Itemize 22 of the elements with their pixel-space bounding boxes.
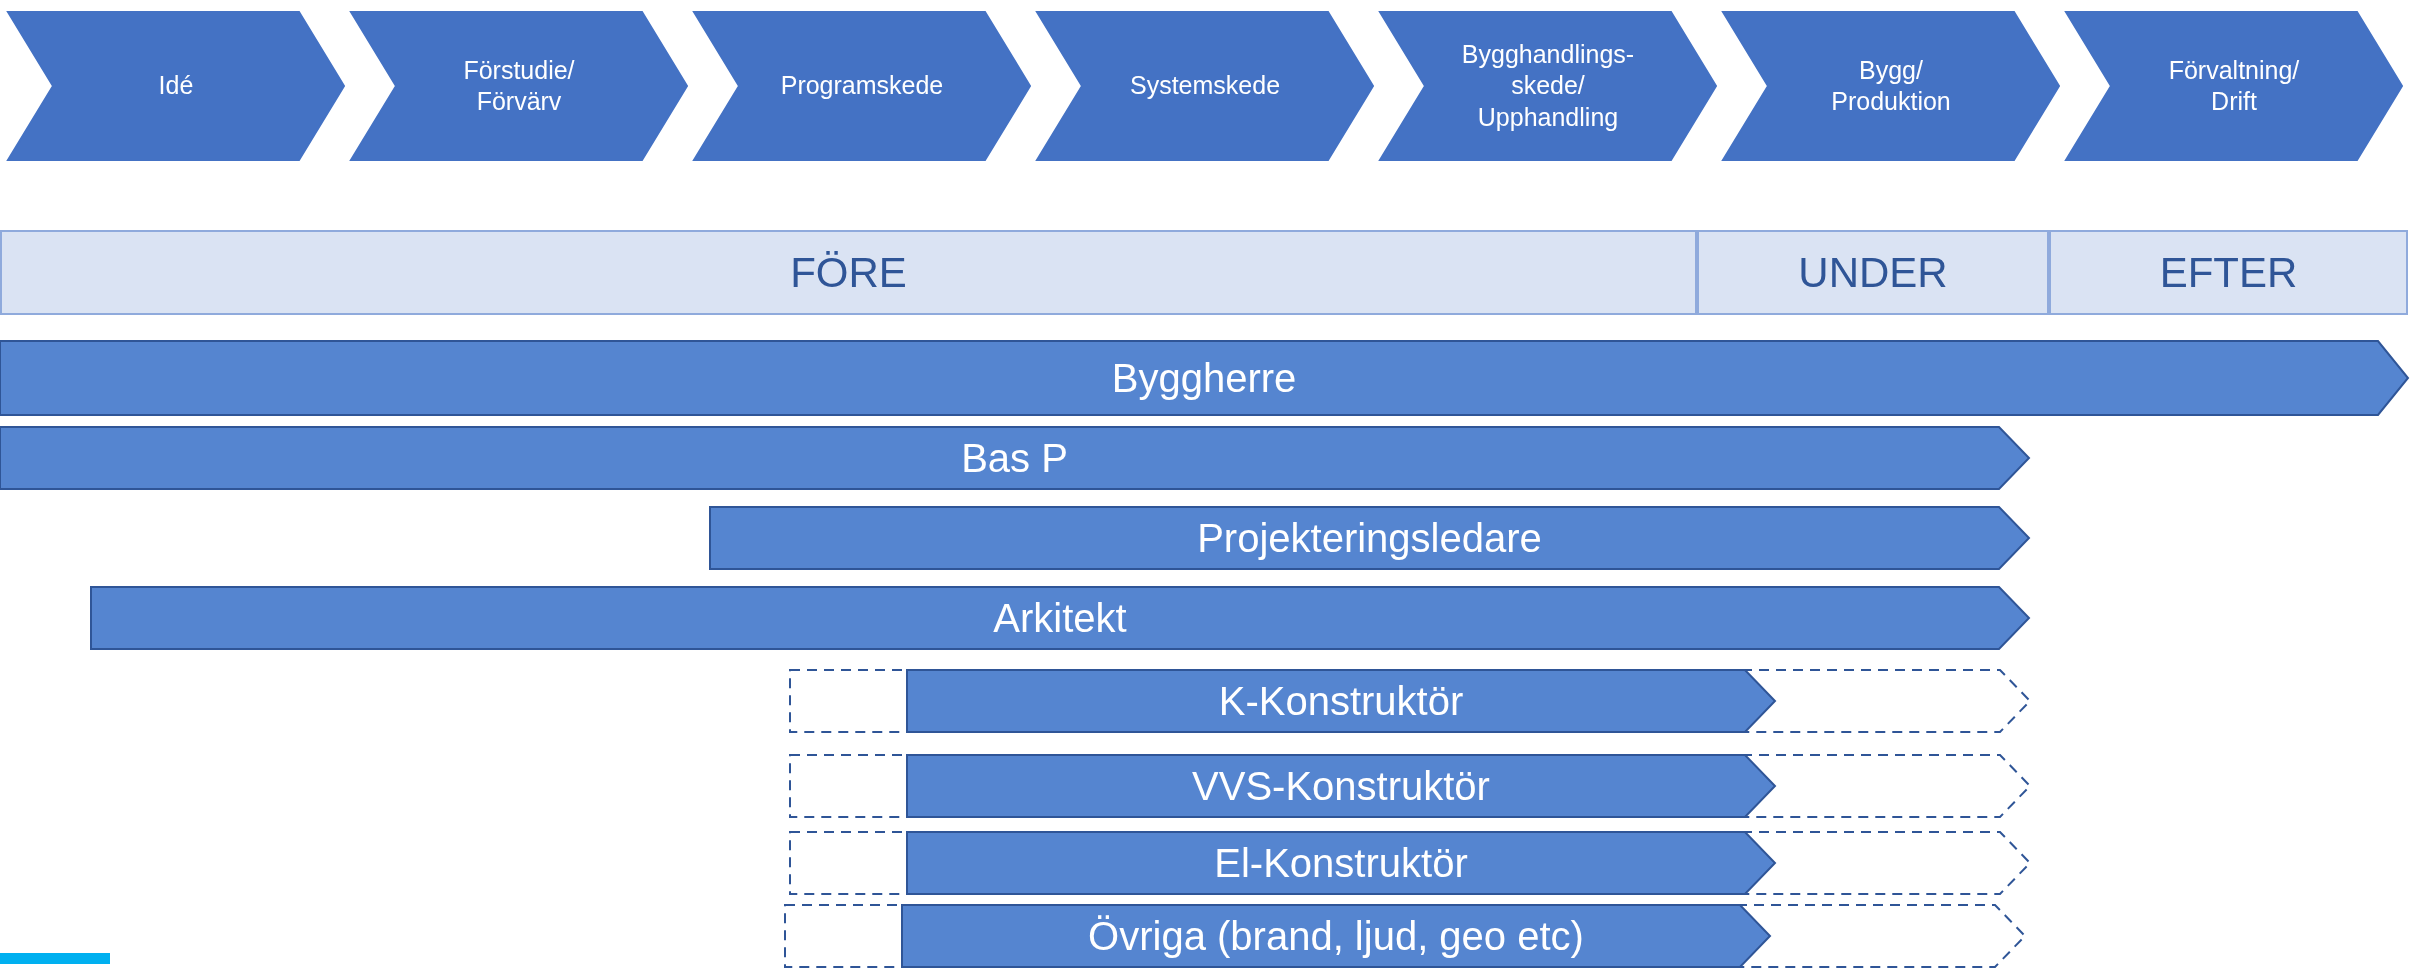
phase-step: Systemskede [1037, 12, 1373, 160]
role-arrow-bar: K-Konstruktör [907, 670, 1775, 732]
role-arrow-bar: Bas P [0, 427, 2029, 489]
role-arrow-bar: Projekteringsledare [710, 507, 2029, 569]
dashed-arrow-outline [790, 670, 2030, 732]
dashed-arrow-outline [790, 755, 2030, 817]
role-arrow-bar: VVS-Konstruktör [907, 755, 1775, 817]
period-band-cell: FÖRE [0, 230, 1697, 315]
role-arrow-bar: Byggherre [0, 341, 2408, 415]
phase-step: Förvaltning/ Drift [2066, 12, 2402, 160]
phase-step: Programskede [694, 12, 1030, 160]
period-band-cell: EFTER [2049, 230, 2408, 315]
period-band-cell: UNDER [1697, 230, 2049, 315]
phase-step: Bygghandlings-skede/ Upphandling [1380, 12, 1716, 160]
role-arrow-bar: El-Konstruktör [907, 832, 1775, 894]
phase-step: Bygg/ Produktion [1723, 12, 2059, 160]
role-arrow-bar: Arkitekt [91, 587, 2029, 649]
role-arrow-bar: Övriga (brand, ljud, geo etc) [902, 905, 1770, 967]
dashed-arrow-outline [785, 905, 2025, 967]
dashed-arrow-outline [790, 832, 2030, 894]
phase-step: Förstudie/ Förvärv [351, 12, 687, 160]
phase-step: Idé [8, 12, 344, 160]
